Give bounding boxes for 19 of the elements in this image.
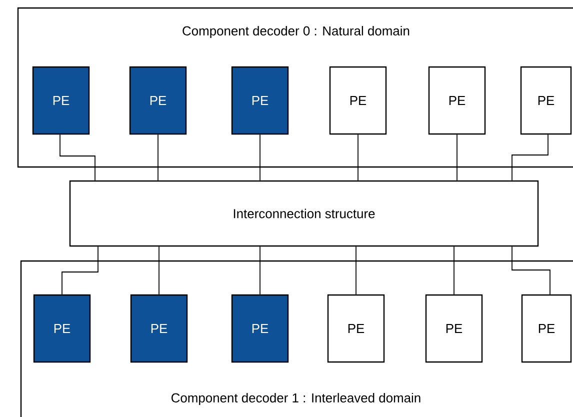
pe-box: PE <box>32 66 90 135</box>
pe-box: PE <box>327 294 385 363</box>
pe-box: PE <box>33 294 91 363</box>
connector-line <box>158 246 160 295</box>
pe-box: PE <box>521 294 572 363</box>
pe-box: PE <box>428 66 486 135</box>
pe-box: PE <box>231 66 289 135</box>
pe-box: PE <box>329 66 387 135</box>
connector-line <box>512 134 548 181</box>
connector-line <box>60 134 96 181</box>
pe-box: PE <box>129 66 187 135</box>
connector-line <box>456 134 458 181</box>
interconnect-box: Interconnection structure <box>69 180 539 247</box>
connector-line <box>62 246 98 295</box>
connector-line <box>512 246 550 295</box>
pe-box: PE <box>231 294 289 363</box>
pe-box: PE <box>130 294 188 363</box>
pe-box: PE <box>520 66 572 135</box>
pe-box: PE <box>425 294 483 363</box>
